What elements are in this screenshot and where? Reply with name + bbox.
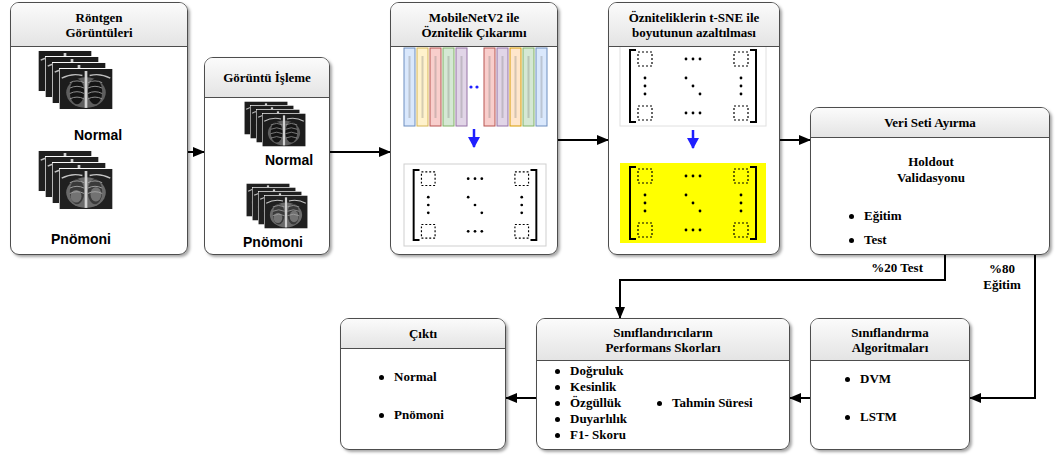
box-title: Özniteliklerin t-SNE ile boyutunun azalt… (614, 10, 774, 40)
flow-arrow (188, 151, 204, 153)
feature-matrix-frame (404, 164, 546, 246)
box-title: MobileNetV2 ile Öznitelik Çıkarımı (408, 10, 540, 40)
text-slot: LSTM (845, 409, 897, 425)
process-box: Sınıflandırıcıların Performans SkorlarıD… (536, 318, 790, 450)
flow-arrow (780, 139, 810, 141)
bullet-text: Tahmin Süresi (672, 395, 753, 411)
reduced-matrix (630, 167, 756, 239)
network-layers (404, 48, 547, 126)
bullet-text: Duyarlılık (570, 411, 627, 427)
process-box: Veri Seti AyırmaHoldout ValidasyonuEğiti… (810, 107, 1050, 255)
box-title: Çıktı (409, 326, 437, 341)
header-band: Çıktı (341, 319, 505, 349)
bullet-dot (849, 238, 854, 243)
bullet-text: Özgüllük (570, 395, 621, 411)
image-label: Normal (265, 152, 313, 168)
text-slot: Normal (74, 127, 122, 143)
bullet-text: Kesinlik (570, 379, 616, 395)
xray-normal-stack (38, 50, 113, 109)
image-label: Normal (74, 127, 122, 143)
bullet-text: Doğruluk (570, 363, 623, 379)
box-title: Veri Seti Ayırma (884, 115, 976, 130)
xray-pneumonia-stack (246, 183, 308, 229)
text-slot: Tahmin Süresi (657, 395, 753, 411)
header-band: Sınıflandırma Algoritmaları (811, 319, 969, 361)
bullet-dot (845, 415, 850, 420)
process-box: Özniteliklerin t-SNE ile boyutunun azalt… (608, 2, 780, 255)
bullet-text: LSTM (860, 409, 897, 425)
bullet-text: Pnömoni (394, 407, 444, 423)
bullet-dot (555, 369, 560, 374)
edge-label-slot: %80 Eğitim (975, 261, 1029, 293)
text-slot: F1- Skoru (555, 427, 626, 443)
box-title: Sınıflandırıcıların Performans Skorları (588, 325, 738, 355)
bullet-dot (555, 417, 560, 422)
text-slot: Özgüllük (555, 395, 621, 411)
header-band: Görüntü İşleme (205, 58, 329, 98)
bullet-text: F1- Skoru (570, 427, 626, 443)
header-band: Sınıflandırıcıların Performans Skorları (537, 319, 789, 361)
edge-label: %20 Test (869, 260, 925, 276)
text-slot: Normal (379, 369, 437, 385)
header-band: Veri Seti Ayırma (811, 108, 1049, 138)
process-box: MobileNetV2 ile Öznitelik Çıkarımı (390, 2, 558, 255)
text-slot: Duyarlılık (555, 411, 627, 427)
text-slot: Pnömoni (243, 234, 303, 250)
bullet-dot (379, 375, 384, 380)
bullet-text: Test (864, 232, 887, 248)
feature-matrix-frame (620, 46, 766, 126)
xray-pneumonia-stack (38, 150, 113, 209)
text-slot: Pnömoni (379, 407, 444, 423)
image-label: Pnömoni (51, 231, 111, 247)
box-title: Röntgen Görüntüleri (44, 10, 154, 40)
header-band: Röntgen Görüntüleri (11, 3, 187, 47)
bullet-text: DVM (860, 371, 891, 387)
flow-arrow (790, 397, 810, 399)
bullet-text: Normal (394, 369, 437, 385)
text-slot: Test (849, 232, 887, 248)
blue-arrow (473, 129, 476, 147)
header-band: Özniteliklerin t-SNE ile boyutunun azalt… (609, 3, 779, 47)
text-slot: DVM (845, 371, 891, 387)
flow-arrow (330, 151, 390, 153)
flow-arrow (620, 255, 945, 318)
box-title: Görüntü İşleme (223, 70, 311, 85)
feature-matrix (414, 170, 537, 240)
bullet-dot (555, 401, 560, 406)
bullet-dot (555, 385, 560, 390)
header-band: MobileNetV2 ile Öznitelik Çıkarımı (391, 3, 557, 47)
bullet-dot (849, 214, 854, 219)
text-slot: Holdout Validasyonu (811, 154, 1051, 186)
text-slot: Eğitim (849, 208, 902, 224)
text-slot: Pnömoni (51, 231, 111, 247)
blue-arrow (692, 130, 695, 148)
text-slot: Normal (265, 152, 313, 168)
text-slot: Doğruluk (555, 363, 623, 379)
bullet-dot (555, 433, 560, 438)
flow-arrow (506, 397, 536, 399)
flow-arrow (970, 255, 1035, 398)
process-box: Röntgen GörüntüleriNormalPnömoni (10, 2, 188, 255)
bullet-text: Eğitim (864, 208, 902, 224)
bullet-dot (379, 413, 384, 418)
feature-matrix (630, 50, 756, 122)
box-title: Sınıflandırma Algoritmaları (835, 325, 945, 355)
body-text: Holdout Validasyonu (876, 154, 986, 186)
edge-label-slot: %20 Test (869, 260, 925, 276)
flow-arrow (558, 139, 608, 141)
process-box: Sınıflandırma AlgoritmalarıDVM LSTM (810, 318, 970, 450)
bullet-dot (845, 377, 850, 382)
process-box: ÇıktıNormalPnömoni (340, 318, 506, 450)
edge-label: %80 Eğitim (975, 261, 1029, 293)
reduced-matrix-fill (620, 163, 766, 243)
text-slot: Kesinlik (555, 379, 616, 395)
xray-normal-stack (244, 101, 306, 147)
process-box: Görüntü İşlemeNormalPnömoni (204, 57, 330, 255)
bullet-dot (657, 401, 662, 406)
image-label: Pnömoni (243, 234, 303, 250)
